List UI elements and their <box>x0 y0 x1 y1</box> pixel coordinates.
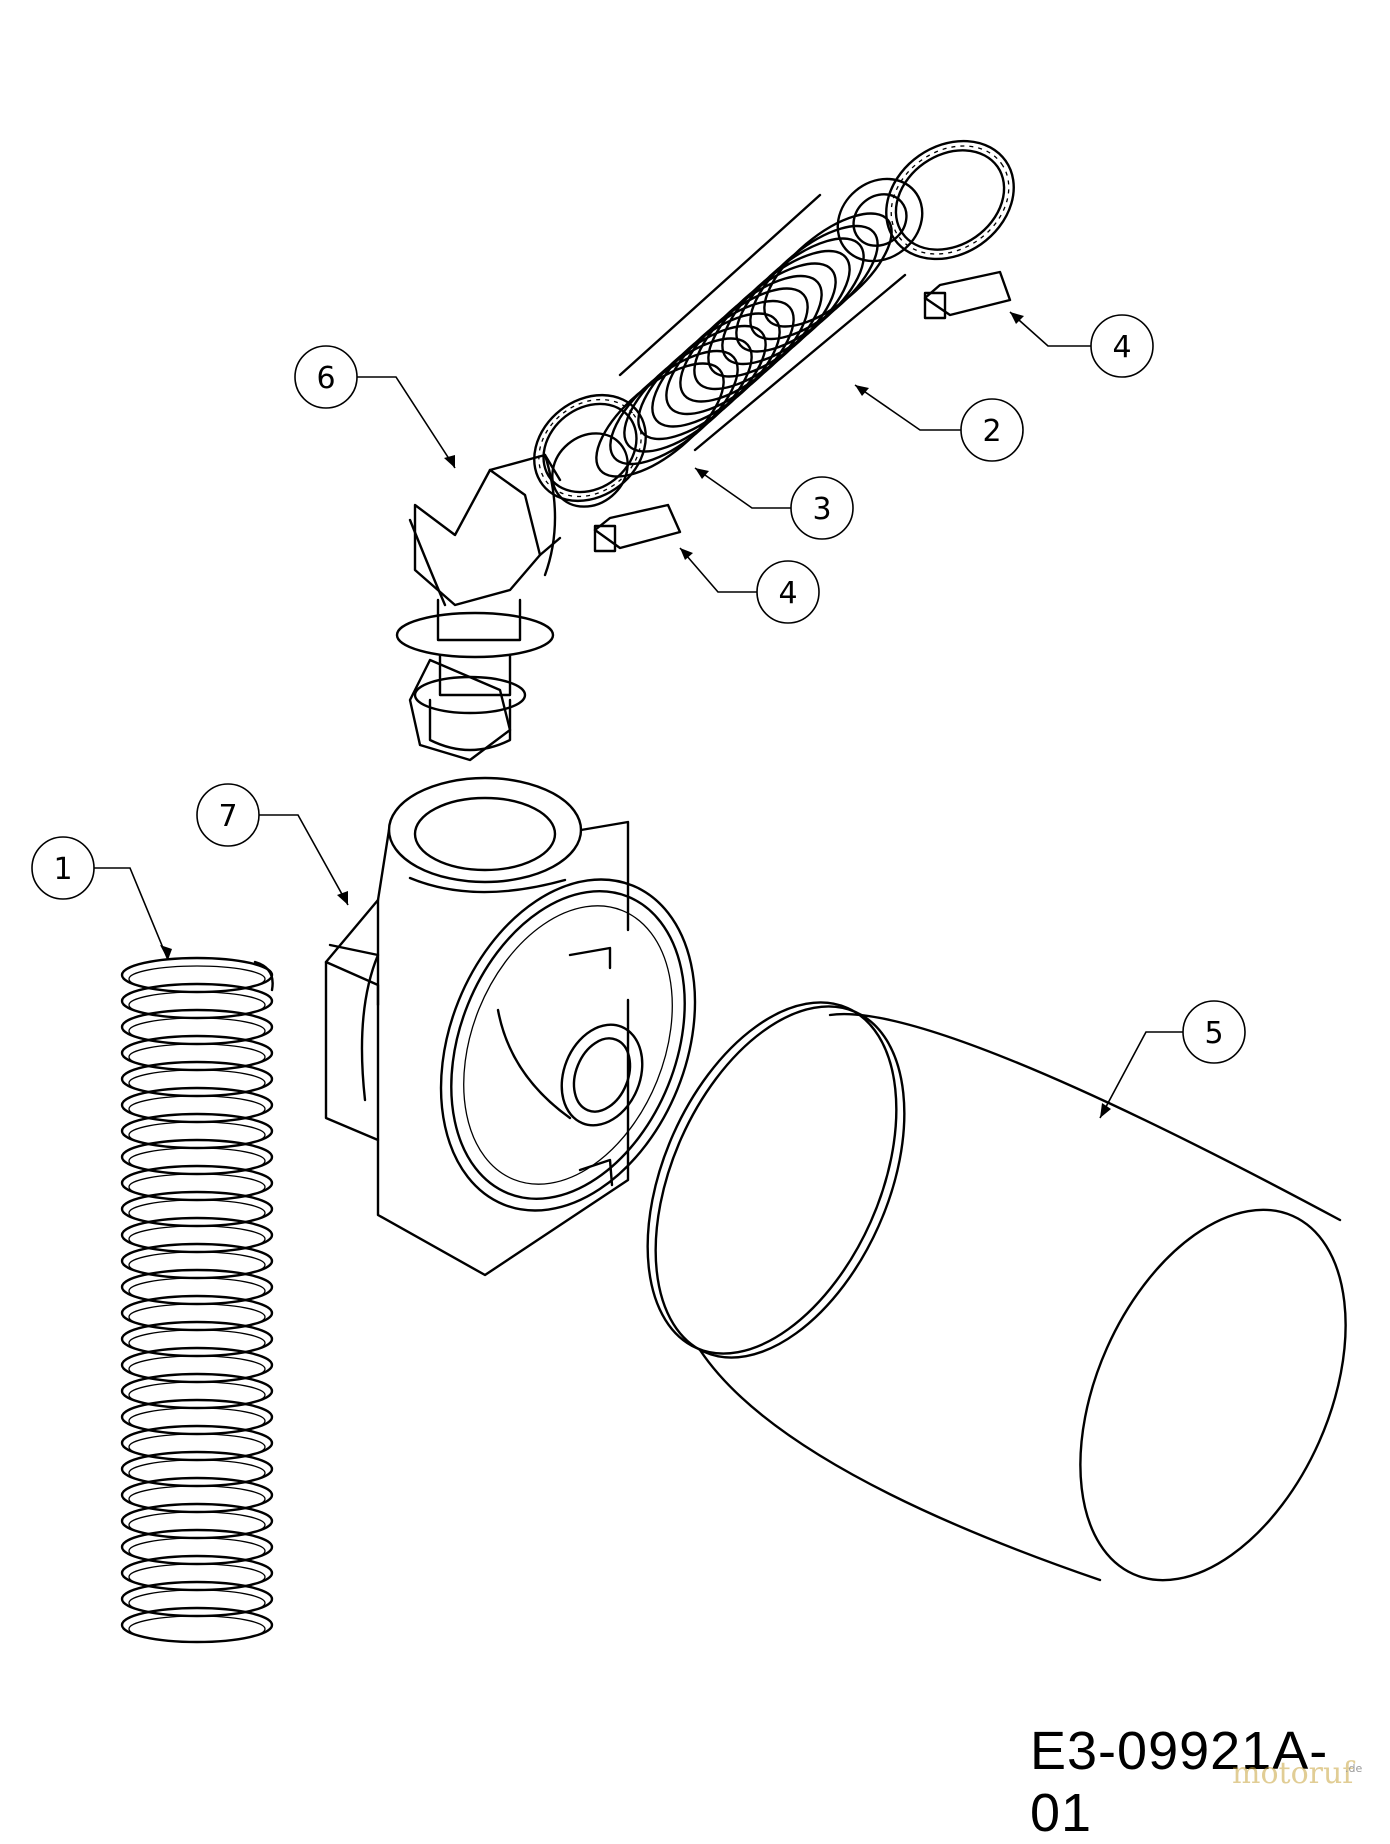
callout-1-label: 1 <box>53 852 72 887</box>
callout-6: 6 <box>294 345 456 469</box>
callout-5: 5 <box>1099 1000 1246 1119</box>
callout-2: 2 <box>854 384 1024 462</box>
callout-4b-label: 4 <box>778 576 797 611</box>
clamp-screw-part <box>593 270 1012 553</box>
hose-rib <box>665 299 795 416</box>
callout-7: 7 <box>196 783 349 906</box>
callout-7-label: 7 <box>218 799 237 834</box>
callout-3-label: 3 <box>812 492 831 527</box>
callout-4b: 4 <box>679 547 820 624</box>
hose-rib <box>693 274 823 391</box>
watermark-logo: motoruf <box>1232 1756 1354 1791</box>
elbow-fitting-part <box>395 453 562 762</box>
callout-4a: 4 <box>1009 311 1154 378</box>
spring-coil-inner <box>128 1615 266 1643</box>
callout-4a-label: 4 <box>1112 330 1131 365</box>
callout-5-label: 5 <box>1204 1016 1223 1051</box>
callout-3: 3 <box>694 467 854 540</box>
callout-2-label: 2 <box>982 414 1001 449</box>
hose-rib <box>735 237 865 353</box>
watermark-suffix: .de <box>1345 1762 1363 1775</box>
hose-rib <box>707 262 837 378</box>
hose-rib <box>651 312 781 428</box>
callout-1: 1 <box>31 836 172 961</box>
hose-part <box>551 177 924 508</box>
hose-rib <box>595 362 725 478</box>
hose-rib <box>721 249 851 366</box>
hose-rib <box>679 287 809 403</box>
hose-rib <box>749 224 879 341</box>
filter-adapter-part <box>324 776 697 1277</box>
hose-rib <box>623 337 753 453</box>
callout-6-label: 6 <box>316 361 335 396</box>
exploded-parts-diagram: 1 2 3 4 4 5 6 7 <box>31 139 1347 1644</box>
oil-filter-part <box>646 1001 1347 1582</box>
spring-part <box>120 956 274 1644</box>
